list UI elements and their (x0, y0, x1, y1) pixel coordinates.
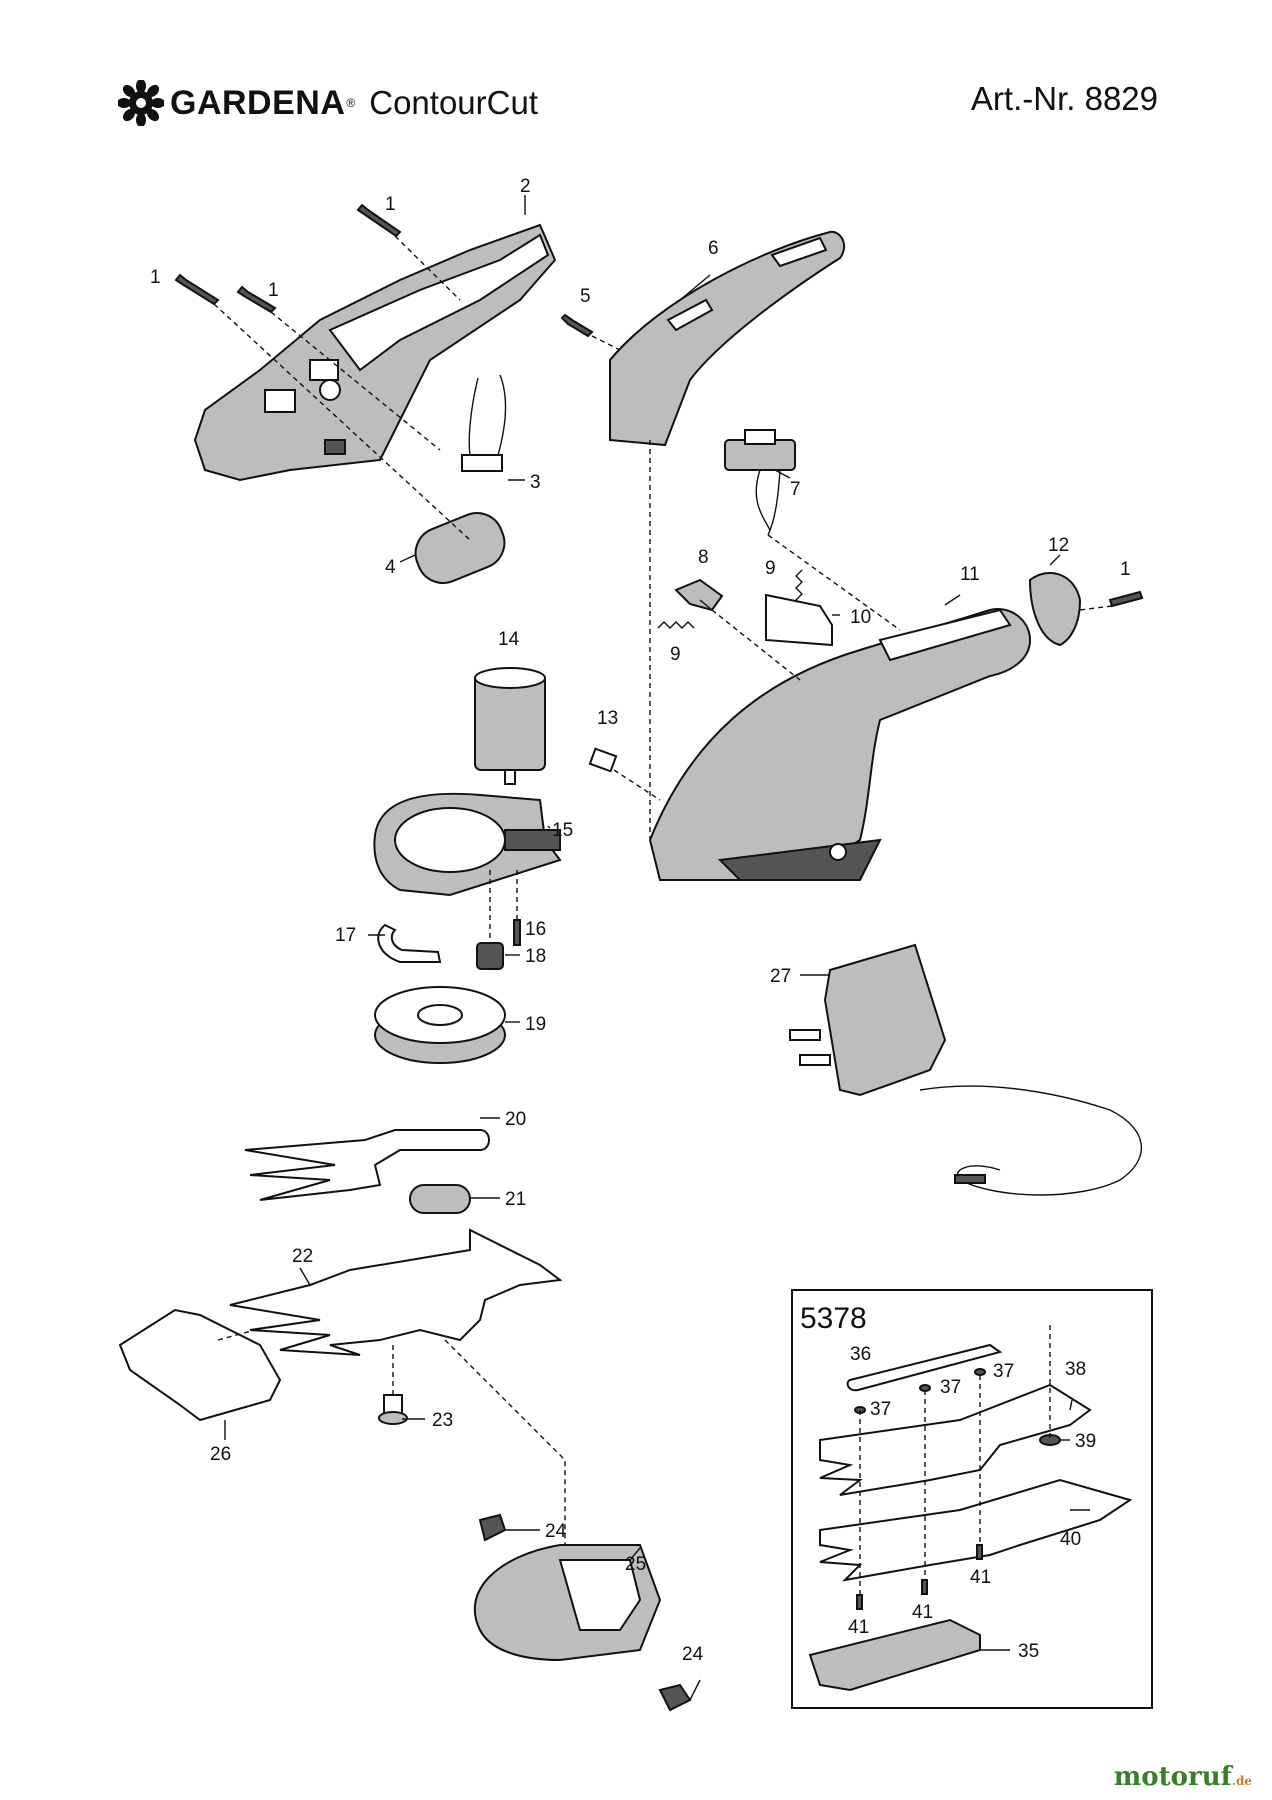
slide-ring-part (409, 1184, 471, 1214)
battery-part (414, 512, 506, 584)
washer-part (974, 1368, 986, 1376)
screw-part (174, 203, 402, 314)
callout-38: 38 (1065, 1359, 1086, 1380)
callout-37: 37 (940, 1377, 961, 1398)
blade-guide-part (846, 1343, 1003, 1392)
accessory-kit-panel: 5378 35 36 37 37 37 38 39 (791, 1289, 1153, 1709)
lock-part (765, 593, 833, 647)
contact-part (461, 374, 507, 472)
switch-part (724, 429, 796, 536)
bottom-housing-part (473, 1544, 662, 1662)
callout-11: 11 (960, 564, 980, 585)
guard-plate-part (118, 1308, 282, 1422)
callout-16: 16 (525, 919, 546, 940)
handle-cover-part (609, 230, 846, 447)
article-number: Art.-Nr. 8829 (970, 80, 1158, 117)
bolt-part (378, 1394, 408, 1425)
page-header: GARDENA ® ContourCut Art.-Nr. 8829 (0, 0, 1272, 160)
callout-24: 24 (682, 1644, 704, 1665)
gear-housing-part (373, 792, 562, 897)
callout-37: 37 (870, 1399, 891, 1420)
callout-35: 35 (1018, 1641, 1039, 1662)
callout-2: 2 (520, 176, 531, 197)
callout-7: 7 (790, 479, 801, 500)
brand-name: GARDENA (170, 83, 346, 122)
screw-part (976, 1544, 983, 1560)
hedge-blade-lower-part (819, 1478, 1133, 1582)
callout-19: 19 (525, 1014, 546, 1035)
callout-9: 9 (670, 644, 681, 665)
callout-1: 1 (150, 267, 161, 288)
callout-27: 27 (770, 966, 791, 987)
callout-36: 36 (850, 1344, 871, 1365)
callout-12: 12 (1048, 535, 1069, 556)
callout-41: 41 (912, 1602, 933, 1623)
callout-26: 26 (210, 1444, 231, 1465)
trigger-part (674, 578, 724, 612)
upper-blade-part (244, 1129, 490, 1201)
clip-part (377, 923, 442, 963)
brand: GARDENA ® ContourCut (118, 80, 538, 126)
nut-part (588, 747, 618, 773)
brand-registered-mark: ® (346, 96, 356, 110)
callout-13: 13 (597, 708, 618, 729)
spring-part (795, 569, 803, 607)
gear-wheel-part (374, 986, 506, 1064)
callout-1: 1 (268, 280, 279, 301)
callout-20: 20 (505, 1109, 526, 1130)
motor-part (474, 667, 546, 785)
callout-1: 1 (385, 194, 396, 215)
pinion-part (476, 942, 504, 970)
watermark-suffix: .de (1231, 1774, 1252, 1788)
product-name: ContourCut (369, 84, 539, 121)
screw-part (921, 1579, 928, 1595)
callout-17: 17 (335, 925, 356, 946)
gardena-logo-icon (118, 80, 164, 126)
callout-5: 5 (580, 286, 591, 307)
screw-part (513, 919, 521, 946)
callout-41: 41 (970, 1567, 991, 1588)
callout-24: 24 (545, 1521, 567, 1542)
screw-part (856, 1594, 863, 1610)
screw-part (560, 313, 594, 338)
callout-39: 39 (1075, 1431, 1096, 1452)
callout-14: 14 (498, 629, 520, 650)
callout-18: 18 (525, 946, 546, 967)
callout-4: 4 (385, 557, 396, 578)
spring-part (657, 621, 695, 629)
hedge-blade-upper-part (819, 1383, 1092, 1496)
callout-3: 3 (530, 472, 541, 493)
callout-10: 10 (850, 607, 871, 628)
callout-37: 37 (993, 1361, 1014, 1382)
kit-title: 5378 (800, 1302, 867, 1335)
watermark: motoruf.de (1114, 1762, 1252, 1792)
callout-23: 23 (432, 1410, 453, 1431)
callout-21: 21 (505, 1189, 526, 1210)
callout-25: 25 (625, 1554, 646, 1575)
callout-22: 22 (292, 1246, 313, 1267)
exploded-parts-diagram: 1 1 1 1 2 3 4 5 6 7 8 9 9 10 11 12 13 14… (118, 176, 1153, 1712)
screw-part (1108, 590, 1144, 608)
end-cap-part (1028, 571, 1082, 647)
contact-part (478, 1513, 507, 1542)
watermark-text: motoruf (1113, 1762, 1232, 1792)
lower-blade-part (229, 1228, 563, 1356)
callout-40: 40 (1060, 1529, 1081, 1550)
upper-housing-part (193, 223, 557, 482)
charger-part (789, 943, 1143, 1196)
lower-housing-part (648, 608, 1032, 881)
callout-9: 9 (765, 558, 776, 579)
callout-41: 41 (848, 1617, 869, 1638)
callout-1: 1 (1120, 559, 1131, 580)
callout-8: 8 (698, 547, 709, 568)
callout-15: 15 (552, 820, 573, 841)
callout-6: 6 (708, 238, 719, 259)
contact-part (658, 1683, 692, 1712)
